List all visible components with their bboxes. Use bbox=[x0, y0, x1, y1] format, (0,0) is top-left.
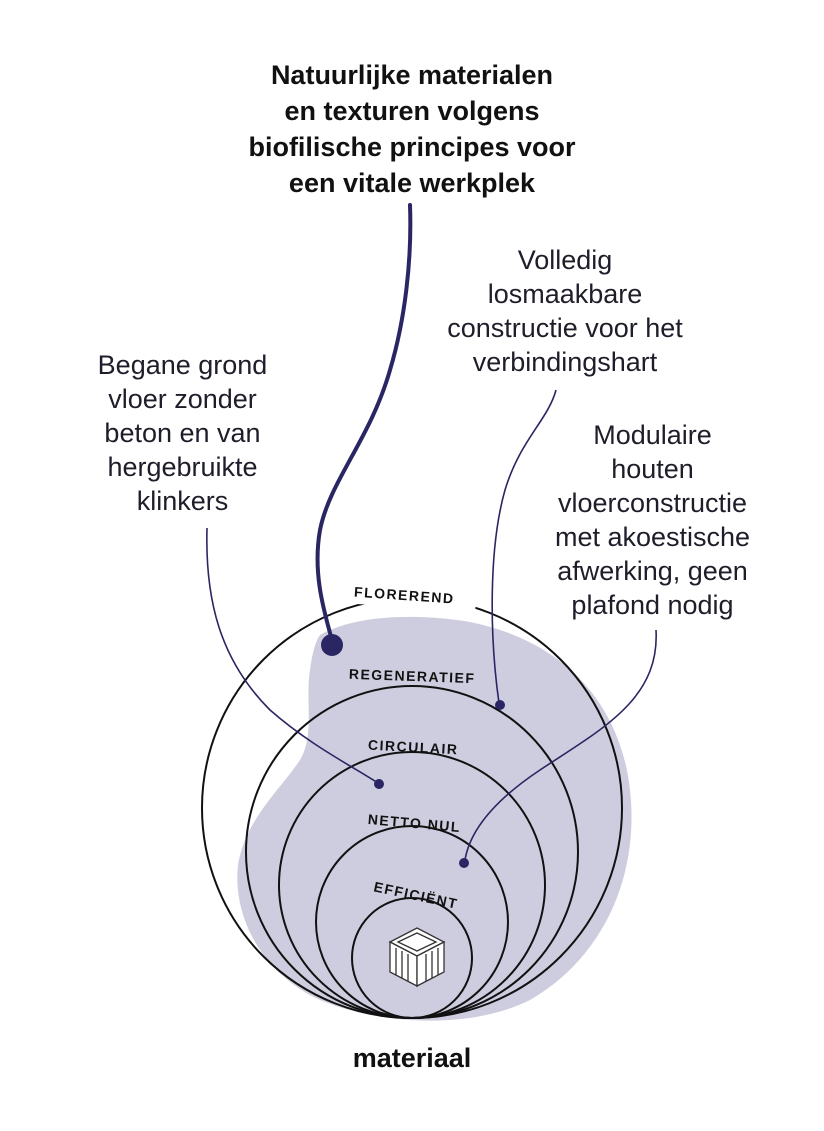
annotation-modulair: Modulaire houten vloerconstructie met ak… bbox=[554, 420, 751, 620]
wooden-crate-icon bbox=[388, 927, 446, 988]
callout-modul-dot bbox=[459, 858, 469, 868]
diagram-title: Natuurlijke materialen en texturen volge… bbox=[248, 60, 576, 198]
callout-title-line bbox=[315, 203, 413, 642]
annotation-begane-grond: Begane grond vloer zonder beton en van h… bbox=[97, 350, 268, 516]
callout-losmaak-dot bbox=[495, 700, 505, 710]
callout-begane-line bbox=[206, 527, 379, 784]
annotation-losmaakbaar: Volledig losmaakbare constructie voor he… bbox=[447, 245, 683, 377]
shaded-blob bbox=[237, 616, 632, 1021]
callout-title-dot bbox=[321, 634, 343, 656]
ring-efficient bbox=[351, 897, 473, 1019]
footer-label: materiaal bbox=[352, 1043, 472, 1073]
callout-modul-line bbox=[464, 629, 657, 861]
ring-label-florerend: FLOREREND bbox=[354, 584, 455, 607]
callout-begane-dot bbox=[374, 779, 384, 789]
ring-label-circulair: CIRCULAIR bbox=[368, 737, 459, 758]
ring-label-regeneratief: REGENERATIEF bbox=[349, 666, 476, 686]
callout-losmaak-line bbox=[491, 389, 557, 704]
